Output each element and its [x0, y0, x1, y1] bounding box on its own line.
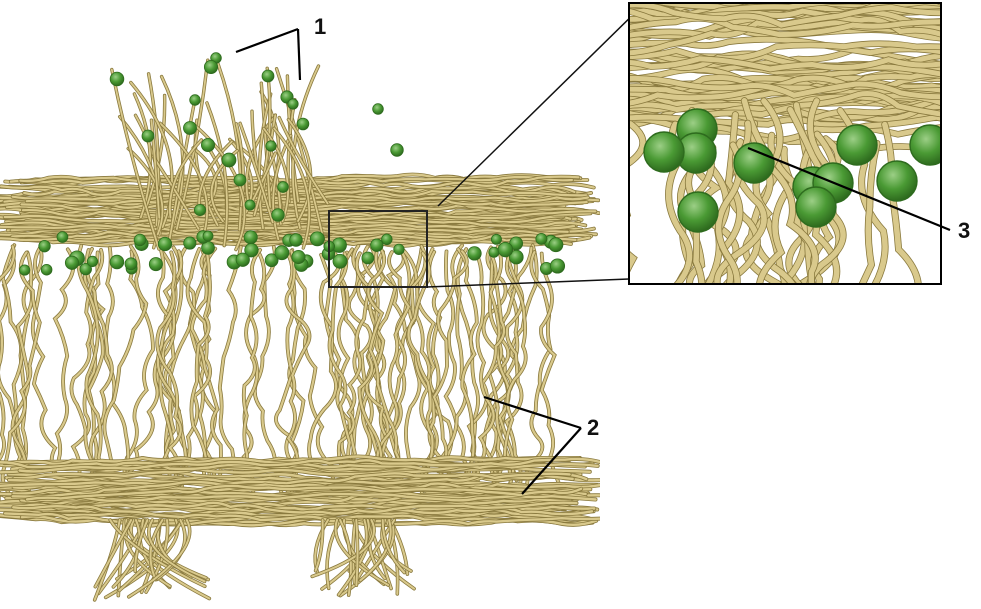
soredium [245, 200, 255, 210]
inset-alga-cell [877, 161, 917, 201]
alga-cell [149, 258, 162, 271]
alga-cell [536, 233, 547, 244]
callout-3-label: 3 [958, 218, 970, 243]
soredium [272, 209, 285, 222]
alga-cell [382, 234, 393, 245]
soredium [134, 234, 146, 246]
alga-cell [244, 231, 257, 244]
soredium [203, 231, 213, 241]
soredium [190, 95, 201, 106]
soredium [290, 234, 303, 247]
alga-cell [550, 259, 564, 273]
soredium [183, 121, 196, 134]
lower-cortex-layer [0, 456, 607, 525]
soredium [110, 72, 124, 86]
alga-cell [125, 258, 137, 270]
alga-cell [184, 237, 196, 249]
alga-cell [19, 265, 29, 275]
alga-cell [236, 253, 249, 266]
alga-cell [41, 264, 52, 275]
magnified-inset [609, 0, 981, 357]
inset-alga-cell [837, 125, 877, 165]
alga-cell [292, 250, 305, 263]
soredium [373, 104, 384, 115]
inset-alga-cell [644, 132, 684, 172]
alga-cell [394, 244, 404, 254]
alga-cell [333, 254, 347, 268]
soredium [142, 130, 154, 142]
hypha [54, 249, 74, 471]
inset-alga-cell [796, 187, 836, 227]
rhizines [95, 520, 414, 600]
alga-cell [310, 232, 324, 246]
callout-1-label: 1 [314, 14, 326, 39]
inset-alga-cell [678, 192, 718, 232]
alga-cell [498, 242, 513, 257]
alga-cell [87, 256, 97, 266]
alga-cell [491, 234, 501, 244]
soredium [297, 118, 309, 130]
alga-cell [371, 239, 384, 252]
soredium [204, 60, 217, 73]
soredium [391, 144, 404, 157]
alga-cell [468, 247, 482, 261]
soredium [222, 153, 236, 167]
alga-cell [57, 232, 68, 243]
alga-cell [65, 256, 78, 269]
alga-cell [549, 238, 563, 252]
inset-alga-cell [910, 125, 950, 165]
soredium [278, 182, 289, 193]
soredium [266, 141, 276, 151]
alga-cell [362, 252, 374, 264]
alga-cell [489, 247, 499, 257]
hypha [220, 247, 241, 492]
alga-cell [275, 246, 289, 260]
lichen-section [0, 53, 607, 600]
soredium [234, 174, 246, 186]
alga-cell [110, 255, 124, 269]
soredium [288, 99, 298, 109]
soredium [201, 138, 214, 151]
alga-cell [39, 240, 51, 252]
soredium [262, 70, 274, 82]
soredium [158, 237, 171, 250]
soredium [194, 204, 205, 215]
callout-1: 1 [236, 14, 326, 80]
callout-2-label: 2 [587, 415, 599, 440]
inset-alga-cell [734, 143, 774, 183]
